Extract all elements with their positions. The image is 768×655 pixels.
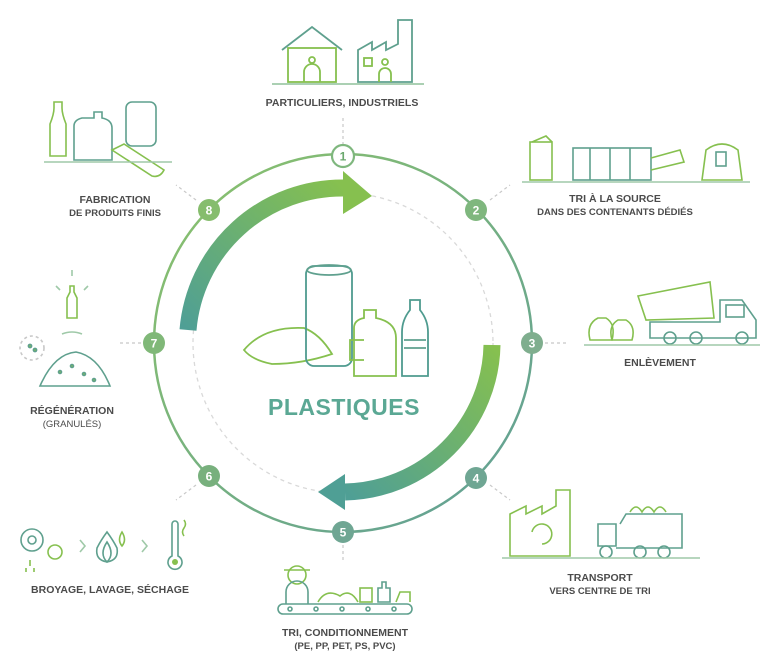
step-6-label: BROYAGE, LAVAGE, SÉCHAGE [10,584,210,597]
step-5-subtitle: (PE, PP, PET, PS, PVC) [294,641,396,652]
step-number: 2 [473,204,480,218]
step-7-title: RÉGÉNÉRATION [30,405,114,417]
sorting-conveyor-icon [277,565,413,615]
bottom-cycle-arrow [344,344,501,501]
step-3-label: ENLÈVEMENT [600,357,720,370]
step-5-label: TRI, CONDITIONNEMENT (PE, PP, PET, PS, P… [250,627,440,653]
step-8-title: FABRICATION [79,194,151,206]
factory-transport-icon [502,489,700,559]
step-7-subtitle: (GRANULÉS) [42,419,102,430]
regeneration-icon [19,270,112,387]
step-2-label: TRI À LA SOURCE DANS DES CONTENANTS DÉDI… [500,193,730,219]
step-number: 6 [206,470,213,484]
step-4-title: TRANSPORT [567,572,633,584]
step-number: 7 [151,337,158,351]
step-badge-4: 4 [465,467,487,489]
center-title: PLASTIQUES [268,394,420,420]
step-connectors [120,118,568,560]
plastic-products-illustration [242,264,429,377]
step-number: 8 [206,204,213,218]
step-1-label: PARTICULIERS, INDUSTRIELS [232,97,452,110]
step-number: 3 [529,337,536,351]
step-number: 1 [340,150,347,164]
step-8-label: FABRICATION DE PRODUITS FINIS [40,194,190,220]
step-number: 5 [340,526,347,540]
top-arrow-head [343,171,372,214]
step-badge-3: 3 [521,332,543,354]
crush-wash-dry-icon [20,519,187,572]
step-4-subtitle: VERS CENTRE DE TRI [549,586,651,597]
step-4-label: TRANSPORT VERS CENTRE DE TRI [510,572,690,598]
step-badge-6: 6 [198,465,220,487]
step-7-label: RÉGÉNÉRATION (GRANULÉS) [12,405,132,431]
step-badges: 1 2 3 4 5 6 7 8 [143,143,543,543]
top-cycle-arrow [179,179,346,331]
step-badge-8: 8 [198,199,220,221]
step-8-subtitle: DE PRODUITS FINIS [69,208,161,219]
step-5-title: TRI, CONDITIONNEMENT [282,627,408,639]
step-badge-2: 2 [465,199,487,221]
step-3-title: ENLÈVEMENT [624,357,696,369]
step-number: 4 [473,472,480,486]
bottom-arrow-head [318,474,345,510]
step-6-title: BROYAGE, LAVAGE, SÉCHAGE [31,584,189,596]
finished-products-icon [44,101,172,178]
step-badge-7: 7 [143,332,165,354]
step-2-title: TRI À LA SOURCE [569,193,661,205]
house-factory-icon [272,19,424,85]
step-1-title: PARTICULIERS, INDUSTRIELS [265,97,419,109]
garbage-truck-icon [584,281,760,346]
step-badge-5: 5 [332,521,354,543]
step-2-subtitle: DANS DES CONTENANTS DÉDIÉS [537,207,693,218]
step-badge-1: 1 [330,143,356,169]
sorting-containers-icon [522,135,750,183]
